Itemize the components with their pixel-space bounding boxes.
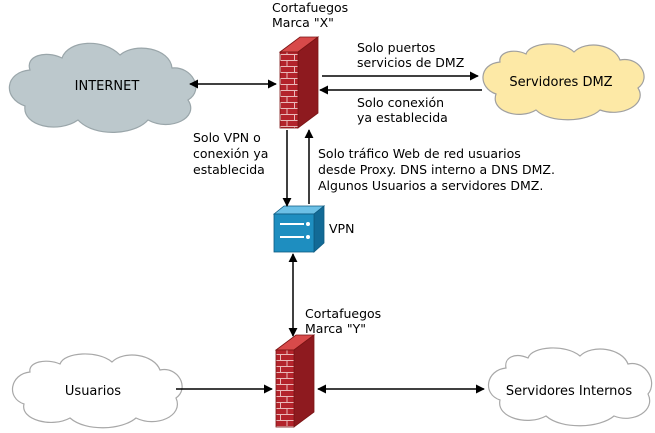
edges [176,71,485,394]
users-node: Usuarios [12,353,183,429]
users-cloud [12,353,183,429]
firewall-x-label-line2: Marca "X" [272,15,334,30]
firewall-y-label-line1: Cortafuegos [305,306,381,321]
edge-dmz-to-fw-line2: ya establecida [357,110,448,125]
edge-dmz-to-fw-line1: Solo conexión [357,95,444,110]
internal-servers-label: Servidores Internos [506,384,633,399]
internal-servers-node: Servidores Internos [488,347,653,427]
firewall-y-front [275,349,295,428]
edge-fw-to-vpn-line3: establecida [193,162,265,177]
dmz-servers-label: Servidores DMZ [509,75,612,90]
vpn-label: VPN [329,221,354,236]
edge-fw-to-vpn-line1: Solo VPN o [193,130,261,145]
edge-labels: Solo puertos servicios de DMZ Solo conex… [193,40,555,193]
firewall-x-node: Cortafuegos Marca "X" [272,0,348,129]
edge-fw-to-dmz-line2: servicios de DMZ [357,55,464,70]
internet-node: INTERNET [8,42,197,133]
internet-label: INTERNET [75,79,140,94]
vpn-node: VPN [272,205,354,253]
dmz-servers-node: Servidores DMZ [482,43,645,121]
edge-vpn-to-fw-line3: Algunos Usuarios a servidores DMZ. [318,178,543,193]
internal-servers-cloud [488,347,653,427]
firewall-y-node: Cortafuegos Marca "Y" [274,306,381,428]
firewall-x-side [297,36,319,129]
users-label: Usuarios [65,384,121,399]
edge-fw-to-vpn-line2: conexión ya [193,146,268,161]
vpn-side [313,205,325,253]
internet-cloud [8,42,197,133]
firewall-x-front [279,51,299,129]
edge-vpn-to-fw-line2: desde Proxy. DNS interno a DNS DMZ. [318,162,555,177]
dmz-servers-cloud [482,43,645,121]
vpn-front [273,213,315,253]
firewall-x-label-line1: Cortafuegos [272,0,348,15]
firewall-y-side [293,334,315,428]
edge-fw-to-dmz-line1: Solo puertos [357,40,435,55]
edge-vpn-to-fw-line1: Solo tráfico Web de red usuarios [318,146,521,161]
firewall-y-label-line2: Marca "Y" [305,321,366,336]
